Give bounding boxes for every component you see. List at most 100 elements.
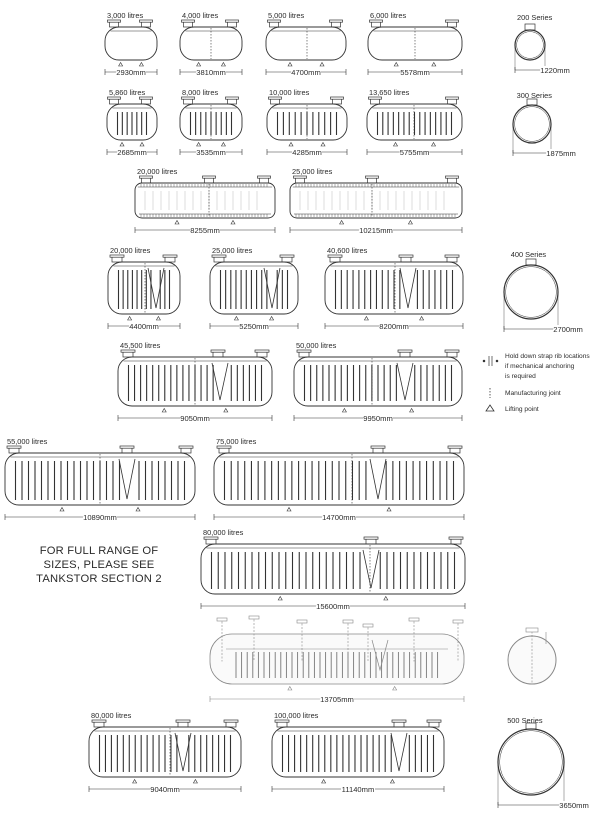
dimension-label: 2685mm (117, 148, 147, 157)
lifting-point-icon (485, 404, 495, 412)
dimension-label: 11140mm (342, 785, 375, 794)
lifting-point-icon (389, 778, 395, 784)
lifting-point-icon (118, 61, 124, 67)
manhole-icon (202, 175, 216, 184)
tank-body (289, 182, 463, 219)
manhole-icon (330, 96, 344, 105)
dimension-label: 2930mm (116, 68, 146, 77)
lifting-point-icon (339, 219, 345, 225)
manhole-icon (329, 19, 343, 28)
lifting-point-icon (196, 61, 202, 67)
lifting-point-icon (431, 61, 437, 67)
lifting-point-icon (287, 61, 293, 67)
dimension-label: 13705mm (320, 695, 354, 704)
tank-t80000a: 80,000 litres 15600mm (200, 528, 466, 611)
lifting-point-icon (277, 595, 283, 601)
manhole-icon (91, 719, 107, 728)
tank-body (134, 182, 276, 219)
dimension-label: 9050mm (180, 414, 210, 423)
legend-hold-down-line-2: if mechanical anchoring (505, 363, 575, 370)
dimension-label: 8255mm (190, 226, 220, 235)
note-line-2: SIZES, PLEASE SEE (43, 559, 155, 571)
dimension-label: 3650mm (559, 801, 589, 810)
tank-label: 13,650 litres (369, 88, 410, 97)
manhole-icon (107, 19, 121, 28)
lifting-point-icon (155, 315, 161, 321)
manhole-icon (211, 254, 227, 263)
special-tank-layer: 13705mm (209, 615, 557, 704)
tank-t100000: 100,000 litres 11140mm (271, 711, 445, 794)
manhole-icon (223, 719, 239, 728)
tank-label: 20,000 litres (137, 167, 178, 176)
manhole-icon (139, 175, 153, 184)
lifting-point-icon (59, 506, 65, 512)
hold-down-strap-icon (482, 356, 499, 366)
lifting-point-icon (127, 315, 133, 321)
tank-label: 20,000 litres (110, 246, 151, 255)
tank-cross-section (503, 264, 559, 320)
manhole-icon (178, 445, 194, 454)
lifting-point-icon (174, 219, 180, 225)
lifting-point-icon (341, 407, 347, 413)
dimension-label: 4400mm (129, 322, 159, 331)
lifting-point-icon (407, 219, 413, 225)
tank-t5860: 5,860 litres 2685mm (106, 88, 158, 157)
manhole-icon (203, 536, 219, 545)
manhole-icon (257, 175, 271, 184)
lifting-point-icon (138, 61, 144, 67)
dimension-label: 15600mm (316, 602, 350, 611)
tank-label: 6,000 litres (370, 11, 406, 20)
tank-label: 3,000 litres (107, 11, 143, 20)
tank-t3000: 3,000 litres 2930mm (104, 11, 158, 77)
dimension-label: 3810mm (196, 68, 226, 77)
dimension-label: 9040mm (150, 785, 180, 794)
manhole-icon (327, 254, 343, 263)
manhole-icon (274, 719, 290, 728)
lifting-point-icon (320, 141, 326, 147)
tank-label: 100,000 litres (274, 711, 319, 720)
tank-label: 5,860 litres (109, 88, 145, 97)
legend-manufacturing-joint: Manufacturing joint (505, 390, 561, 397)
manhole-icon (175, 719, 191, 728)
tank-label: 55,000 litres (7, 437, 48, 446)
manhole-icon (445, 19, 459, 28)
dimension-label: 1875mm (546, 149, 576, 158)
tank-label: 80,000 litres (203, 528, 244, 537)
manhole-icon (109, 254, 125, 263)
lifting-point-icon (430, 141, 437, 147)
lifting-point-icon (192, 778, 198, 784)
legend-hold-down-line-3: is required (505, 373, 536, 380)
tank-label: 25,000 litres (292, 167, 333, 176)
dimension-label: 5250mm (239, 322, 269, 331)
dimension-label: 2700mm (553, 325, 583, 334)
lifting-point-icon (419, 315, 425, 321)
manhole-icon (445, 96, 459, 105)
lifting-point-icon (386, 506, 392, 512)
manhole-icon (139, 96, 153, 105)
tank-label: 80,000 litres (91, 711, 132, 720)
legend: Hold down strap rib locations if mechani… (482, 353, 590, 413)
series-label: 400 Series (511, 250, 547, 259)
lifting-point-icon (363, 315, 369, 321)
dimension-label: 14700mm (322, 513, 356, 522)
manhole-icon (279, 254, 295, 263)
manhole-icon (363, 536, 379, 545)
tank-cross-section (497, 728, 565, 796)
lifting-point-icon (286, 506, 292, 512)
dimension-label: 4700mm (291, 68, 321, 77)
manhole-icon (210, 349, 226, 358)
tank-body (104, 26, 158, 61)
series-label: 200 Series (517, 13, 553, 22)
